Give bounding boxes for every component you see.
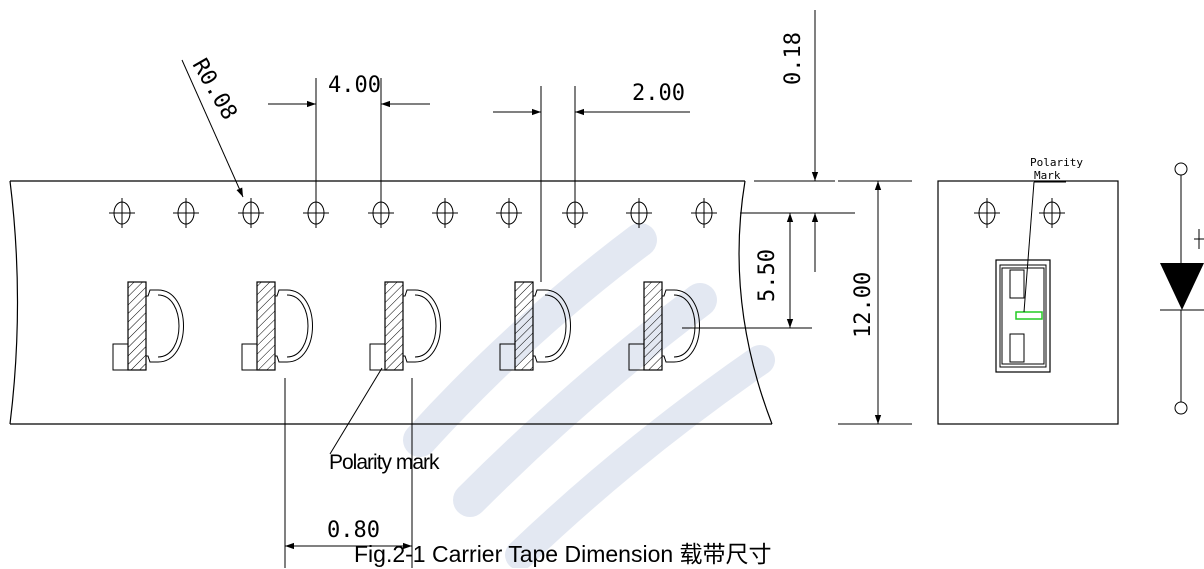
dim-hole-to-cavity: 5.50 <box>745 213 812 329</box>
figure-caption: Fig.2-1 Carrier Tape Dimension 载带尺寸 <box>354 541 772 567</box>
detail-sprocket-hole <box>974 198 1000 228</box>
dim-label-2: 2.00 <box>632 81 685 106</box>
sprocket-hole <box>432 198 458 228</box>
dim-radius: R0.08 <box>181 55 244 198</box>
dim-label-550: 5.50 <box>755 249 780 302</box>
polarity-mark-label: Polarity mark <box>329 451 440 474</box>
sprocket-hole <box>496 198 522 228</box>
dim-cavity-gap: 0.80 <box>284 378 413 568</box>
component-cavity <box>628 281 700 371</box>
component-cavity <box>369 281 441 371</box>
detail-view: Polarity Mark <box>937 156 1119 425</box>
polarity-highlight <box>1015 311 1043 320</box>
dim-label-018: 0.18 <box>781 32 806 85</box>
watermark <box>403 223 775 568</box>
detail-polarity-line1: Polarity <box>1030 156 1083 169</box>
dim-pitch-4: 4.00 <box>268 73 430 207</box>
component-cavity <box>241 281 313 371</box>
dim-thickness: 0.18 <box>740 10 855 272</box>
dim-pitch-2: 2.00 <box>493 81 690 282</box>
tape-body <box>9 180 773 425</box>
sprocket-hole <box>626 198 652 228</box>
sprocket-hole <box>238 198 264 228</box>
component-cavity <box>499 281 571 371</box>
sprocket-hole <box>173 198 199 228</box>
dim-label-4: 4.00 <box>328 73 381 98</box>
sprocket-hole <box>691 198 717 228</box>
dim-label-1200: 12.00 <box>851 272 876 338</box>
component-cavity <box>112 281 184 371</box>
detail-sprocket-hole <box>1039 198 1065 228</box>
dim-tape-width: 12.00 <box>838 180 912 425</box>
component-cavities <box>112 281 700 371</box>
dim-label-080: 0.80 <box>327 518 380 543</box>
detail-polarity-line2: Mark <box>1034 169 1061 182</box>
sprocket-hole <box>109 198 135 228</box>
sprocket-holes <box>109 198 717 228</box>
polarity-leader <box>329 367 383 455</box>
diode-symbol <box>1160 162 1204 415</box>
